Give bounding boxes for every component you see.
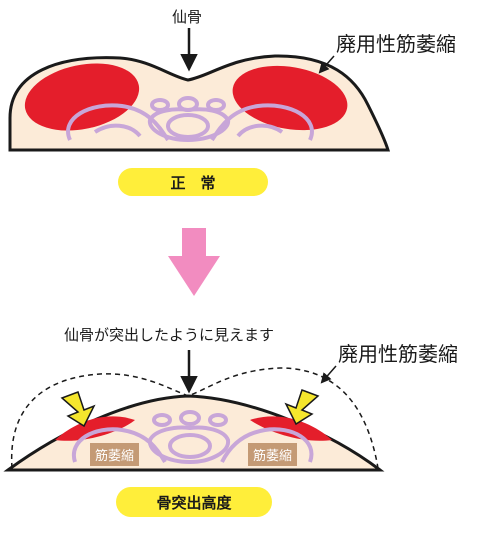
normal-muscle-right [232, 65, 348, 131]
normal-status-pill: 正 常 [118, 168, 268, 196]
normal-cross-section [8, 28, 391, 152]
normal-pelvis-bones [66, 96, 314, 143]
normal-muscle-left [24, 63, 140, 131]
prominent-bone-status-pill: 骨突出高度 [116, 487, 272, 517]
atrophied-pelvis-bones [71, 410, 314, 465]
atrophy-label-top: 廃用性筋萎縮 [336, 32, 456, 56]
atrophied-muscle-right [250, 416, 332, 441]
atrophy-label-bottom: 廃用性筋萎縮 [338, 342, 458, 366]
atrophied-muscle-left [55, 416, 135, 441]
transition-arrow [168, 228, 220, 296]
sacrum-protrusion-label: 仙骨が突出したように見えます [64, 326, 275, 344]
atrophied-cross-section [3, 350, 385, 472]
atrophy-pointer-arrow [318, 55, 335, 74]
atrophy-pointer-arrow-bottom [320, 365, 337, 384]
sacrum-label: 仙骨 [172, 8, 203, 26]
pressure-arrow-left [60, 391, 96, 428]
muscle-atrophy-tag-left: 筋萎縮 [90, 443, 140, 466]
muscle-atrophy-tag-right: 筋萎縮 [248, 443, 298, 466]
pressure-arrow-right [284, 389, 320, 426]
